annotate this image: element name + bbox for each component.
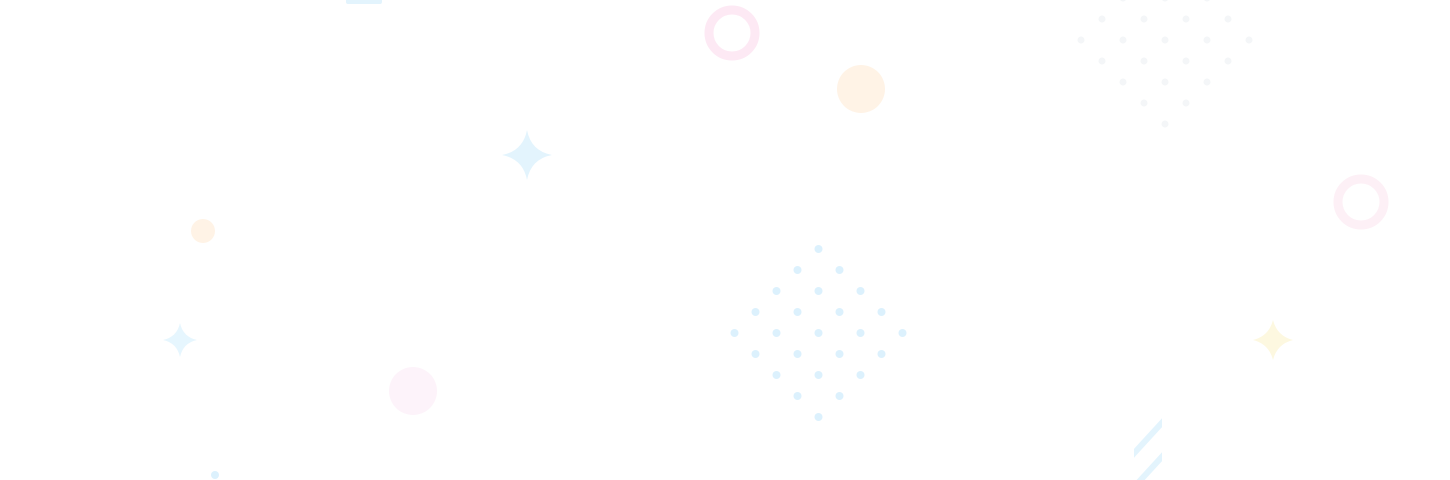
top-square-shape: [346, 0, 382, 4]
pattern-dot: [1098, 57, 1106, 65]
pattern-dot: [814, 329, 823, 337]
pattern-dot: [1140, 57, 1148, 65]
yellow-sparkle-icon: [1253, 320, 1293, 360]
pattern-dot: [1204, 0, 1210, 2]
pattern-dot: [772, 371, 781, 379]
faint-dot-diamond-pattern: [1077, 0, 1253, 128]
pattern-dot: [814, 413, 823, 421]
pattern-dot: [1161, 120, 1169, 128]
pattern-dot: [1161, 78, 1169, 86]
pattern-dot: [1182, 99, 1190, 107]
pattern-dot: [856, 287, 865, 295]
small-sparkle-icon: [163, 323, 197, 357]
pattern-dot: [1120, 0, 1126, 2]
diagonal-stripes: [1134, 418, 1162, 480]
pattern-dot: [793, 392, 802, 400]
pattern-dot: [772, 287, 781, 295]
pattern-dot: [793, 266, 802, 274]
pattern-dot: [835, 392, 844, 400]
pattern-dot: [1162, 0, 1168, 2]
pattern-dot: [814, 371, 823, 379]
pattern-dot: [772, 329, 781, 337]
pattern-dot: [856, 371, 865, 379]
pattern-dot: [1182, 15, 1190, 23]
blue-dot-diamond-pattern: [730, 245, 907, 421]
tiny-dot: [211, 471, 219, 479]
pattern-dot: [1119, 78, 1127, 86]
pattern-dot: [1224, 15, 1232, 23]
pattern-dot: [1119, 36, 1127, 44]
pattern-dot: [898, 329, 907, 337]
pattern-dot: [877, 308, 886, 316]
large-sparkle-icon: [502, 130, 552, 180]
pink-ring-top: [704, 5, 760, 61]
pattern-dot: [1098, 15, 1106, 23]
pattern-dot: [1203, 36, 1211, 44]
pattern-dot: [1077, 36, 1085, 44]
pattern-dot: [730, 329, 739, 337]
pattern-dot: [1245, 36, 1253, 44]
pattern-dot: [793, 308, 802, 316]
pattern-dot: [1161, 36, 1169, 44]
pattern-dot: [1224, 57, 1232, 65]
pattern-dot: [751, 350, 760, 358]
pattern-dot: [835, 308, 844, 316]
pattern-dot: [814, 287, 823, 295]
pattern-dot: [1140, 99, 1148, 107]
pattern-dot: [856, 329, 865, 337]
peach-circle-large: [837, 65, 885, 113]
pattern-dot: [793, 350, 802, 358]
pattern-dot: [835, 266, 844, 274]
peach-circle-small: [191, 219, 215, 243]
pattern-dot: [835, 350, 844, 358]
pattern-dot: [1140, 15, 1148, 23]
pink-circle: [389, 367, 437, 415]
pattern-dot: [877, 350, 886, 358]
pink-ring-right: [1333, 174, 1389, 230]
pattern-dot: [751, 308, 760, 316]
pattern-dot: [1182, 57, 1190, 65]
pattern-dot: [814, 245, 823, 253]
pattern-dot: [1203, 78, 1211, 86]
